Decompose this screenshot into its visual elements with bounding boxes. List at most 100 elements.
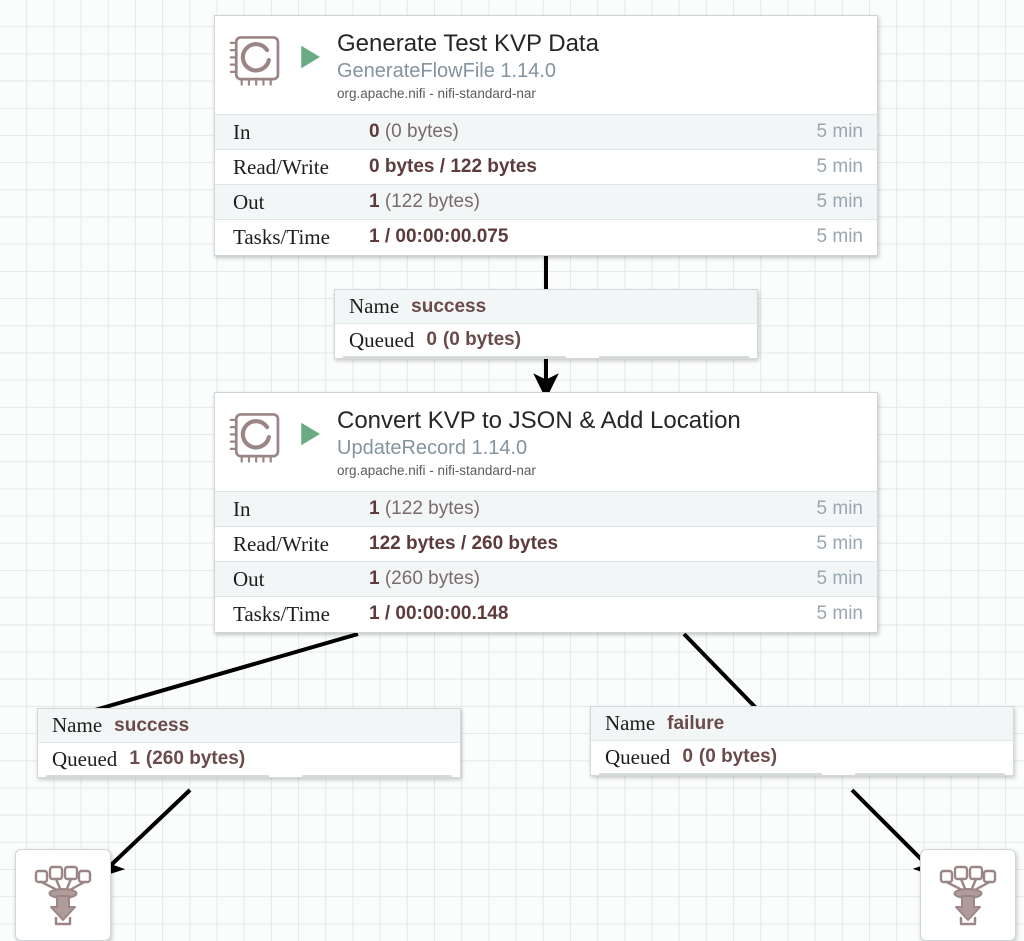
connection-name-key: Name xyxy=(349,294,400,318)
stat-value-primary: 0 xyxy=(369,121,380,142)
stat-value-secondary: (260 bytes) xyxy=(384,568,480,589)
stat-value-secondary: (122 bytes) xyxy=(384,498,480,519)
processor-titles: Convert KVP to JSON & Add Location Updat… xyxy=(337,407,741,479)
funnel-icon xyxy=(34,865,92,926)
connection-queued-row: Queued 0 (0 bytes) xyxy=(591,741,1013,773)
connection-queued-count: 0 xyxy=(426,329,437,350)
stat-value-primary: 0 bytes / 122 bytes xyxy=(369,156,537,177)
connection-queued-row: Queued 1 (260 bytes) xyxy=(38,743,460,775)
stat-row-in: In 1 (122 bytes) 5 min xyxy=(215,491,877,526)
connection-name-row: Name failure xyxy=(591,707,1013,741)
processor-name: Generate Test KVP Data xyxy=(337,30,599,57)
connection-queued-key: Queued xyxy=(349,327,415,352)
connection-name-value: success xyxy=(411,295,487,317)
stat-row-tasks-time: Tasks/Time 1 / 00:00:00.075 5 min xyxy=(215,219,877,254)
processor-generate-test-kvp-data[interactable]: Generate Test KVP Data GenerateFlowFile … xyxy=(214,15,878,256)
processor-chip-icon xyxy=(229,413,280,463)
stat-row-tasks-time: Tasks/Time 1 / 00:00:00.148 5 min xyxy=(215,596,877,631)
connection-queued-key: Queued xyxy=(52,746,118,771)
connection-name-row: Name success xyxy=(335,290,757,324)
stat-time: 5 min xyxy=(816,533,863,554)
connection-label-failure[interactable]: Name failure Queued 0 (0 bytes) xyxy=(590,706,1014,776)
processor-chip-icon xyxy=(229,36,280,86)
funnel-left[interactable] xyxy=(15,849,111,941)
connection-queued-size: (260 bytes) xyxy=(145,748,246,769)
stat-label: Out xyxy=(233,189,265,214)
processor-bundle: org.apache.nifi - nifi-standard-nar xyxy=(337,85,536,101)
stat-value: 1 (122 bytes) xyxy=(369,191,817,213)
stat-label: Out xyxy=(233,566,265,591)
queue-bar-gap xyxy=(566,356,598,358)
stat-row-in: In 0 (0 bytes) 5 min xyxy=(215,114,877,149)
queue-count-bar xyxy=(599,773,823,775)
connection-queued-count: 0 xyxy=(682,746,693,767)
queue-bar-gap xyxy=(269,775,301,777)
stat-value: 1 / 00:00:00.075 xyxy=(369,226,817,248)
connection-name-value: success xyxy=(114,714,190,736)
processor-header: Generate Test KVP Data GenerateFlowFile … xyxy=(215,16,877,114)
queue-count-bar xyxy=(46,775,270,777)
stat-value-primary: 1 / 00:00:00.075 xyxy=(369,226,509,247)
queue-bar-gap xyxy=(822,773,854,775)
stat-value-primary: 1 xyxy=(369,498,380,519)
queue-size-bar xyxy=(854,773,1005,775)
funnel-icon xyxy=(939,865,997,926)
processor-header: Convert KVP to JSON & Add Location Updat… xyxy=(215,393,877,491)
stat-label: In xyxy=(233,119,251,144)
play-icon[interactable] xyxy=(295,42,325,72)
stat-time: 5 min xyxy=(816,156,863,177)
stat-value-secondary: (0 bytes) xyxy=(384,121,459,142)
stat-time: 5 min xyxy=(816,191,863,212)
connection-name-key: Name xyxy=(52,713,103,737)
processor-type: GenerateFlowFile 1.14.0 xyxy=(337,59,557,82)
stat-value: 1 (260 bytes) xyxy=(369,568,817,590)
connection-queued-row: Queued 0 (0 bytes) xyxy=(335,324,757,356)
play-icon[interactable] xyxy=(295,419,325,449)
stat-row-read-write: Read/Write 0 bytes / 122 bytes 5 min xyxy=(215,149,877,184)
stat-row-out: Out 1 (122 bytes) 5 min xyxy=(215,184,877,219)
stat-row-read-write: Read/Write 122 bytes / 260 bytes 5 min xyxy=(215,526,877,561)
connection-label-success-2[interactable]: Name success Queued 1 (260 bytes) xyxy=(37,708,461,778)
processor-bundle: org.apache.nifi - nifi-standard-nar xyxy=(337,462,536,478)
stat-value: 0 bytes / 122 bytes xyxy=(369,156,817,178)
connection-queue-bars xyxy=(591,773,1013,775)
stat-time: 5 min xyxy=(816,226,863,247)
stat-value-primary: 122 bytes / 260 bytes xyxy=(369,533,559,554)
processor-type: UpdateRecord 1.14.0 xyxy=(337,436,528,459)
connection-label-success-1[interactable]: Name success Queued 0 (0 bytes) xyxy=(334,289,758,359)
connection-name-value: failure xyxy=(667,712,725,734)
connection-name-row: Name success xyxy=(38,709,460,743)
connection-name-key: Name xyxy=(605,711,656,735)
processor-titles: Generate Test KVP Data GenerateFlowFile … xyxy=(337,30,599,102)
stat-row-out: Out 1 (260 bytes) 5 min xyxy=(215,561,877,596)
connection-queue-bars xyxy=(335,356,757,358)
stat-time: 5 min xyxy=(816,121,863,142)
queue-count-bar xyxy=(343,356,567,358)
stat-value-secondary: (122 bytes) xyxy=(384,191,480,212)
queue-size-bar xyxy=(301,775,452,777)
stat-value-primary: 1 / 00:00:00.148 xyxy=(369,603,509,624)
stat-value-primary: 1 xyxy=(369,191,380,212)
stat-label: In xyxy=(233,496,251,521)
connection-queued-size: (0 bytes) xyxy=(698,746,778,767)
queue-size-bar xyxy=(598,356,749,358)
stat-value-primary: 1 xyxy=(369,568,380,589)
stat-value: 122 bytes / 260 bytes xyxy=(369,533,817,555)
stat-label: Read/Write xyxy=(233,531,329,556)
stat-time: 5 min xyxy=(816,603,863,624)
stat-time: 5 min xyxy=(816,498,863,519)
processor-name: Convert KVP to JSON & Add Location xyxy=(337,407,741,434)
stat-label: Tasks/Time xyxy=(233,224,330,249)
connection-queued-size: (0 bytes) xyxy=(442,329,522,350)
stat-value: 0 (0 bytes) xyxy=(369,121,817,143)
stat-time: 5 min xyxy=(816,568,863,589)
processor-convert-kvp-to-json-add-location[interactable]: Convert KVP to JSON & Add Location Updat… xyxy=(214,392,878,633)
connection-queued-count: 1 xyxy=(129,748,140,769)
stat-value: 1 (122 bytes) xyxy=(369,498,817,520)
connection-queued-key: Queued xyxy=(605,744,671,769)
funnel-right[interactable] xyxy=(920,849,1016,941)
stat-label: Tasks/Time xyxy=(233,601,330,626)
stat-value: 1 / 00:00:00.148 xyxy=(369,603,817,625)
connection-queue-bars xyxy=(38,775,460,777)
